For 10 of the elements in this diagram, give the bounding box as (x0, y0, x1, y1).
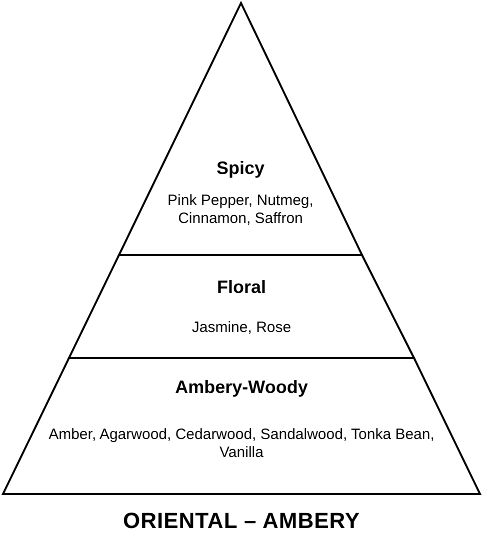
pyramid-tier (3, 358, 480, 494)
pyramid-tier (69, 255, 414, 358)
tier-notes: Amber, Agarwood, Cedarwood, Sandalwood, Tonka Bean, Vanilla (48, 426, 436, 462)
tier-notes: Pink Pepper, Nutmeg, Cinnamon, Saffron (166, 192, 314, 228)
tier-heading: Spicy (215, 158, 266, 179)
tier-heading: Ambery-Woody (174, 377, 309, 398)
tier-notes: Jasmine, Rose (190, 319, 292, 337)
tier-heading: Floral (216, 277, 267, 298)
diagram-title: ORIENTAL – AMBERY (122, 508, 362, 534)
pyramid-tier (119, 3, 362, 255)
